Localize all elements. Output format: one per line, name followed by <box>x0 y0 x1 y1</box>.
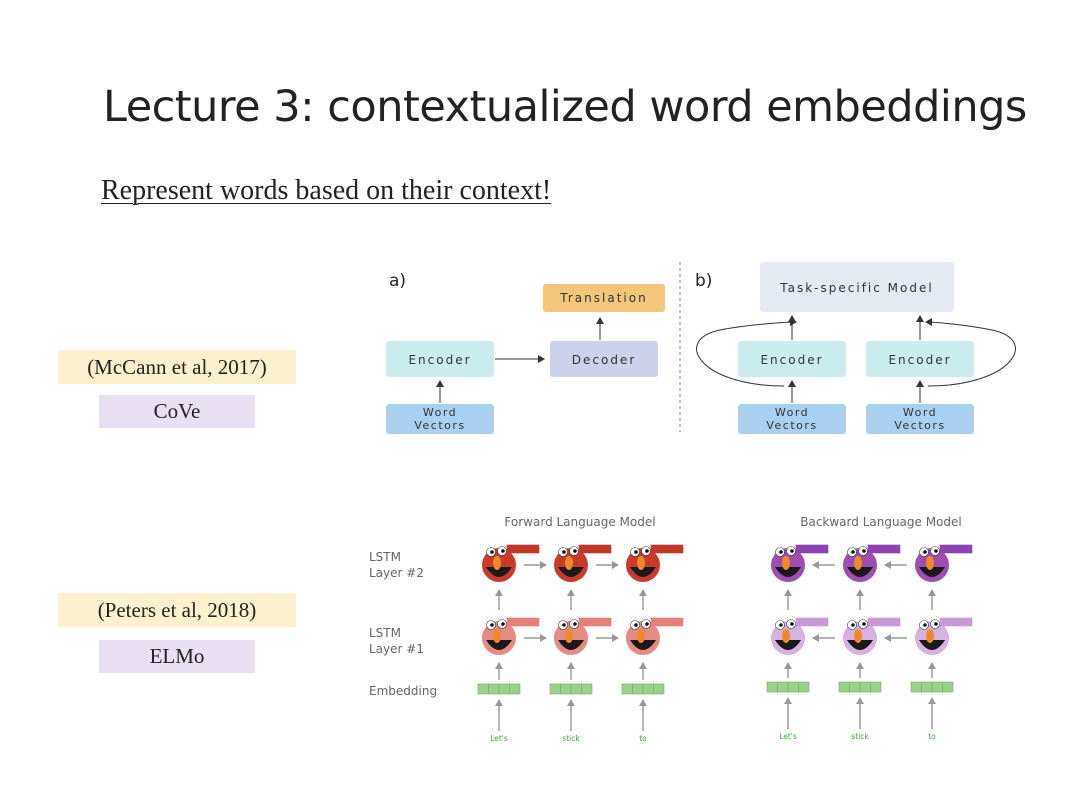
encoder-text-b2: Encoder <box>888 353 951 367</box>
fwd-layer1-cell-1 <box>482 617 540 655</box>
slide-title: Lecture 3: contextualized word embedding… <box>103 82 1027 132</box>
task-model-box <box>760 262 954 312</box>
forward-lm-title: Forward Language Model <box>504 515 655 529</box>
decoder-text: Decoder <box>572 353 637 367</box>
fwd-embedding-2 <box>549 683 593 695</box>
fwd-layer2-cell-1 <box>482 544 540 582</box>
backward-lm: Let's stick to <box>766 544 973 741</box>
backward-lm-title: Backward Language Model <box>800 515 962 529</box>
encoder-box-a <box>386 341 494 377</box>
layer1-label-line2: Layer #1 <box>369 642 424 656</box>
slide-subtitle: Represent words based on their context! <box>101 175 552 206</box>
cove-citation: (McCann et al, 2017) <box>58 350 296 384</box>
word-vectors-box-b2 <box>866 404 974 434</box>
skip-arrow-right <box>925 318 1016 387</box>
bwd-word-1: Let's <box>779 732 797 741</box>
bwd-layer2-cell-3 <box>915 544 973 582</box>
word-vectors-text-b2a: Word <box>903 406 937 419</box>
panel-a-label: a) <box>389 271 406 291</box>
encoder-text-b1: Encoder <box>760 353 823 367</box>
bwd-embedding-2 <box>838 681 882 693</box>
layer2-label-line2: Layer #2 <box>369 566 424 580</box>
forward-lm: Let's stick to <box>477 544 684 743</box>
word-vectors-text-b1b: Vectors <box>766 419 817 432</box>
encoder-text-a: Encoder <box>408 353 471 367</box>
skip-arrow-left <box>696 318 797 387</box>
word-vectors-text-b2b: Vectors <box>894 419 945 432</box>
word-vectors-text-a2: Vectors <box>414 419 465 432</box>
layer2-label-line1: LSTM <box>369 550 401 564</box>
cove-label: CoVe <box>99 395 255 428</box>
panel-b-label: b) <box>695 271 712 291</box>
bwd-embedding-3 <box>910 681 954 693</box>
bwd-layer1-cell-3 <box>915 617 973 655</box>
fwd-embedding-3 <box>621 683 665 695</box>
bwd-word-3: to <box>928 732 936 741</box>
translation-box <box>543 284 665 312</box>
bwd-layer2-cell-1 <box>771 544 829 582</box>
fwd-word-3: to <box>639 734 647 743</box>
elmo-citation: (Peters et al, 2018) <box>58 593 296 627</box>
bwd-word-2: stick <box>851 732 869 741</box>
fwd-layer2-cell-2 <box>554 544 612 582</box>
elmo-label: ELMo <box>99 640 255 673</box>
bwd-layer1-cell-1 <box>771 617 829 655</box>
cove-panel-a: a) Translation Encoder Decoder Word Vect… <box>386 271 665 434</box>
embedding-label: Embedding <box>369 684 437 698</box>
fwd-layer1-cell-2 <box>554 617 612 655</box>
task-model-text: Task-specific Model <box>779 281 933 295</box>
encoder-box-b1 <box>738 341 846 377</box>
word-vectors-text-a1: Word <box>423 406 457 419</box>
bwd-layer1-cell-2 <box>843 617 901 655</box>
cove-panel-b: b) Task-specific Model Encoder Encoder W… <box>695 262 1016 434</box>
fwd-layer2-cell-3 <box>626 544 684 582</box>
fwd-word-1: Let's <box>490 734 508 743</box>
bwd-layer2-cell-2 <box>843 544 901 582</box>
fwd-layer1-cell-3 <box>626 617 684 655</box>
fwd-word-2: stick <box>562 734 580 743</box>
elmo-diagram: Forward Language Model Backward Language… <box>369 515 973 743</box>
word-vectors-box-b1 <box>738 404 846 434</box>
layer1-label-line1: LSTM <box>369 626 401 640</box>
fwd-embedding-1 <box>477 683 521 695</box>
translation-text: Translation <box>559 291 647 305</box>
encoder-box-b2 <box>866 341 974 377</box>
word-vectors-box-a <box>386 404 494 434</box>
word-vectors-text-b1a: Word <box>775 406 809 419</box>
bwd-embedding-1 <box>766 681 810 693</box>
decoder-box <box>550 341 658 377</box>
